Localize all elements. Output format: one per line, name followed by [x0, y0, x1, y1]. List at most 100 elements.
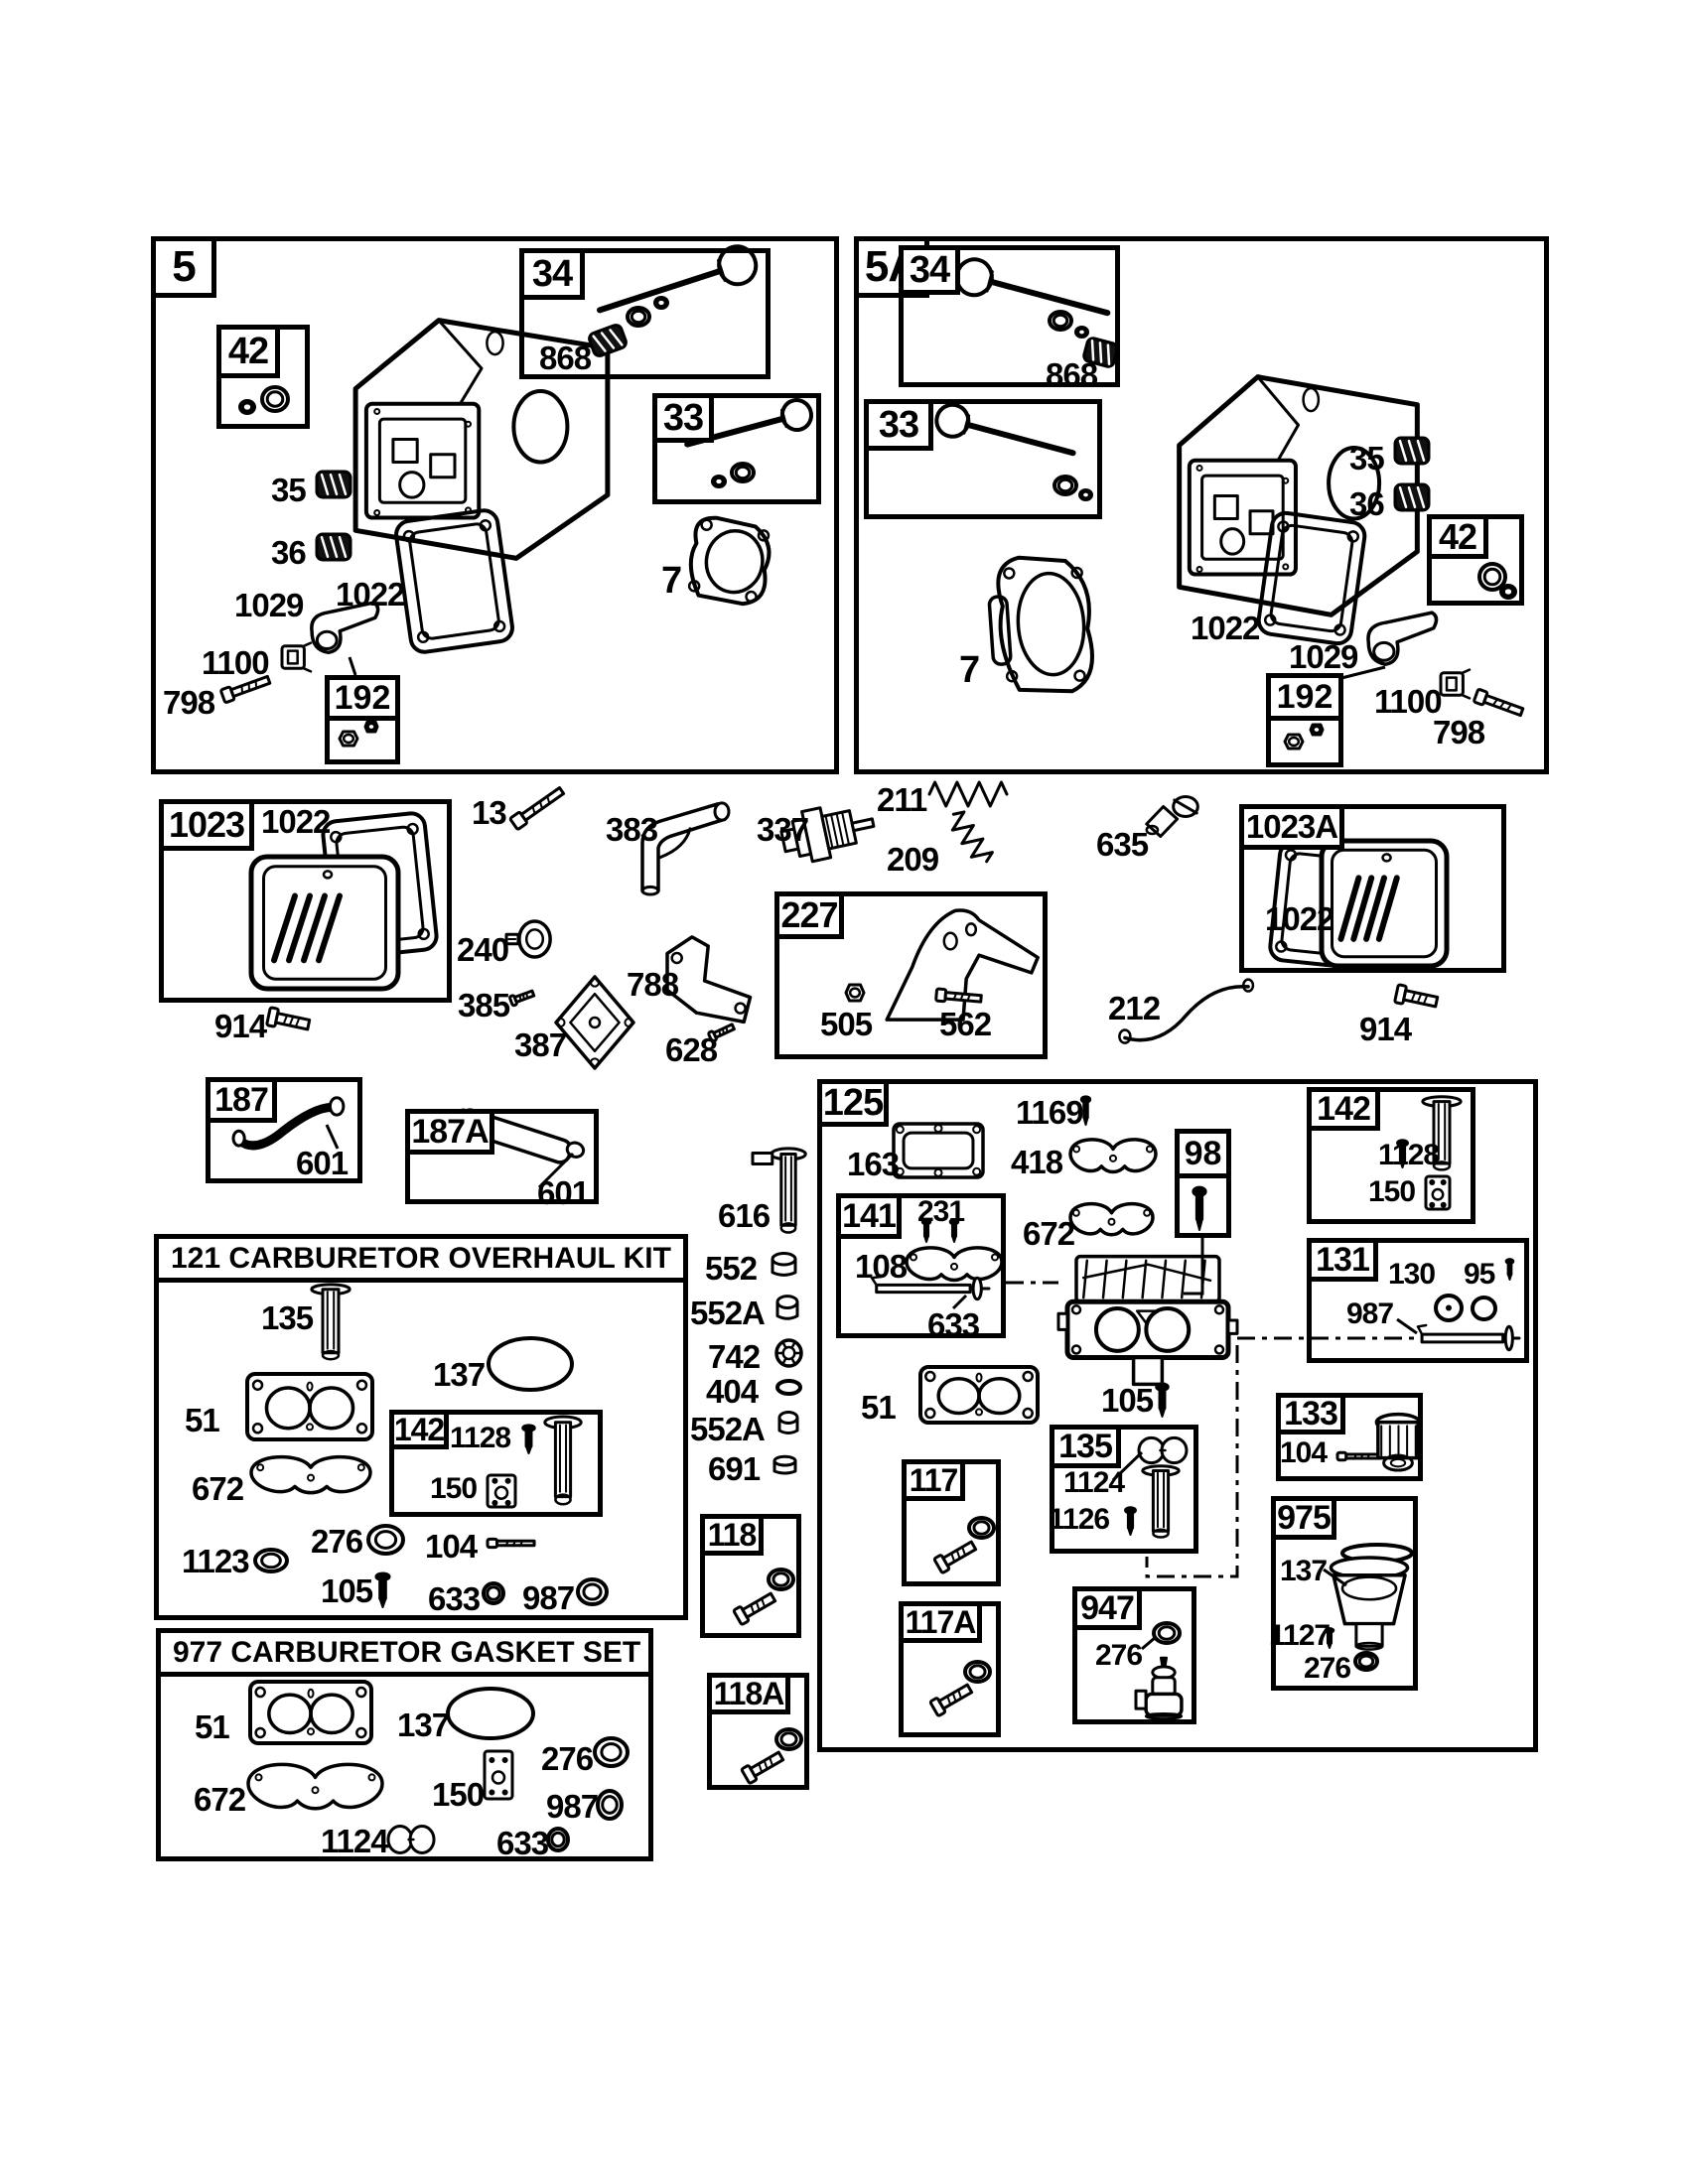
leader-line — [1336, 665, 1386, 681]
bolt-icon — [932, 1540, 978, 1574]
fuel-shutoff-valve-icon — [751, 1147, 807, 1234]
part-label-633: 633 — [496, 1825, 549, 1861]
part-label-1100: 1100 — [1374, 683, 1443, 720]
washer-icon — [963, 1660, 992, 1684]
group-number: 33 — [864, 399, 933, 451]
part-label-635: 635 — [1096, 826, 1149, 863]
valve-seal-icon — [626, 306, 651, 328]
part-group-box-118A: 118A — [707, 1673, 809, 1790]
part-label-601: 601 — [537, 1174, 590, 1211]
part-group-box-125: 125 — [817, 1079, 1538, 1752]
part-label-51: 51 — [861, 1389, 897, 1426]
valve-seal-icon — [1048, 310, 1073, 332]
part-label-105: 105 — [1101, 1382, 1154, 1419]
part-ref-box-192: 192 — [325, 675, 400, 764]
part-label-552: 552 — [705, 1250, 758, 1287]
group-number: 34 — [519, 248, 585, 300]
washer-icon — [1471, 1296, 1497, 1321]
part-label-552A: 552A — [690, 1295, 766, 1331]
float-bowl-gasket-icon — [386, 1825, 436, 1854]
governor-spring-icon — [927, 780, 1009, 808]
seal-icon — [260, 385, 290, 413]
group-number: 227 — [774, 891, 844, 939]
part-label-7: 7 — [661, 560, 682, 602]
part-label-868: 868 — [539, 340, 592, 376]
carburetor-icon — [1056, 1254, 1239, 1387]
leader-line — [1184, 1238, 1204, 1296]
needle-seat-tower-icon — [310, 1283, 351, 1361]
o-ring-icon — [775, 1379, 802, 1396]
part-label-36: 36 — [1349, 485, 1385, 522]
screw-icon — [1504, 1258, 1515, 1281]
fuel-filter-icon — [504, 919, 552, 959]
part-label-212: 212 — [1108, 990, 1161, 1026]
part-label-505: 505 — [820, 1006, 873, 1042]
part-label-1022: 1022 — [336, 576, 405, 613]
leader-line — [325, 1124, 340, 1150]
nut-icon — [844, 983, 866, 1003]
part-label-35: 35 — [271, 472, 307, 508]
lock-washer-icon — [774, 1338, 803, 1368]
valve-keeper-icon — [1074, 326, 1089, 339]
screw-icon — [1079, 1095, 1092, 1126]
part-label-150: 150 — [432, 1776, 485, 1813]
breather-hose-icon — [231, 1096, 346, 1151]
needle-seat-icon — [1134, 1656, 1184, 1720]
washer-icon — [1152, 1621, 1182, 1645]
part-label-914: 914 — [1359, 1011, 1412, 1047]
part-group-box-142: 142 — [1307, 1087, 1475, 1224]
part-group-box-33: 33 — [652, 393, 821, 504]
group-number: 142 — [389, 1410, 449, 1449]
part-label-601: 601 — [296, 1145, 349, 1181]
part-label-914: 914 — [214, 1008, 267, 1044]
part-label-1100: 1100 — [202, 644, 270, 681]
jet-tower-icon — [1421, 1095, 1463, 1171]
group-number: 117 — [902, 1459, 965, 1501]
seal-icon — [596, 1789, 624, 1821]
part-label-105: 105 — [321, 1572, 373, 1609]
part-label-633: 633 — [428, 1580, 481, 1617]
group-number: 42 — [216, 325, 280, 378]
seal-icon — [1477, 562, 1507, 592]
valve-keeper-icon — [1078, 488, 1093, 501]
part-label-1123: 1123 — [182, 1543, 250, 1579]
valve-cover-gasket-icon — [394, 508, 514, 654]
group-number: 42 — [1427, 514, 1488, 559]
part-label-987: 987 — [1346, 1297, 1394, 1330]
screw-icon — [948, 1218, 960, 1243]
part-group-box-5: 5 — [151, 236, 839, 774]
needle-icon — [521, 1424, 536, 1454]
group-number: 142 — [1307, 1087, 1380, 1131]
part-label-276: 276 — [1304, 1652, 1351, 1685]
jet-icon — [483, 1749, 514, 1801]
throttle-shaft-icon — [870, 1275, 991, 1301]
welch-plug-icon — [777, 1411, 799, 1434]
part-group-box-187A: 187A — [405, 1109, 599, 1204]
part-label-1029: 1029 — [1289, 638, 1358, 675]
bowl-nut-icon — [1374, 1412, 1422, 1472]
part-group-box-34: 34 — [519, 248, 771, 379]
bolt-icon — [928, 1683, 974, 1717]
part-label-418: 418 — [1011, 1144, 1063, 1180]
screw-icon — [920, 1218, 932, 1243]
pump-gasket-icon — [1068, 1201, 1155, 1237]
leader-line — [951, 1294, 968, 1310]
group-number: 141 — [836, 1193, 902, 1239]
breather-elbow-icon — [1145, 795, 1199, 838]
valve-guide-icon — [315, 470, 352, 499]
part-label-1128: 1128 — [450, 1422, 511, 1454]
part-label-987: 987 — [546, 1788, 599, 1825]
o-ring-icon — [487, 1336, 574, 1392]
group-number: 1023A — [1239, 804, 1344, 850]
diaphragm-icon — [905, 1246, 1004, 1283]
leader-line — [1396, 1317, 1418, 1335]
part-label-1127: 1127 — [1269, 1619, 1331, 1652]
cylinder-head-gasket-icon — [987, 555, 1094, 694]
part-group-box-42: 42 — [216, 325, 310, 429]
part-label-987: 987 — [522, 1579, 575, 1616]
part-label-137: 137 — [397, 1706, 450, 1743]
rocker-nut-icon — [1283, 733, 1305, 751]
part-label-742: 742 — [708, 1338, 761, 1375]
